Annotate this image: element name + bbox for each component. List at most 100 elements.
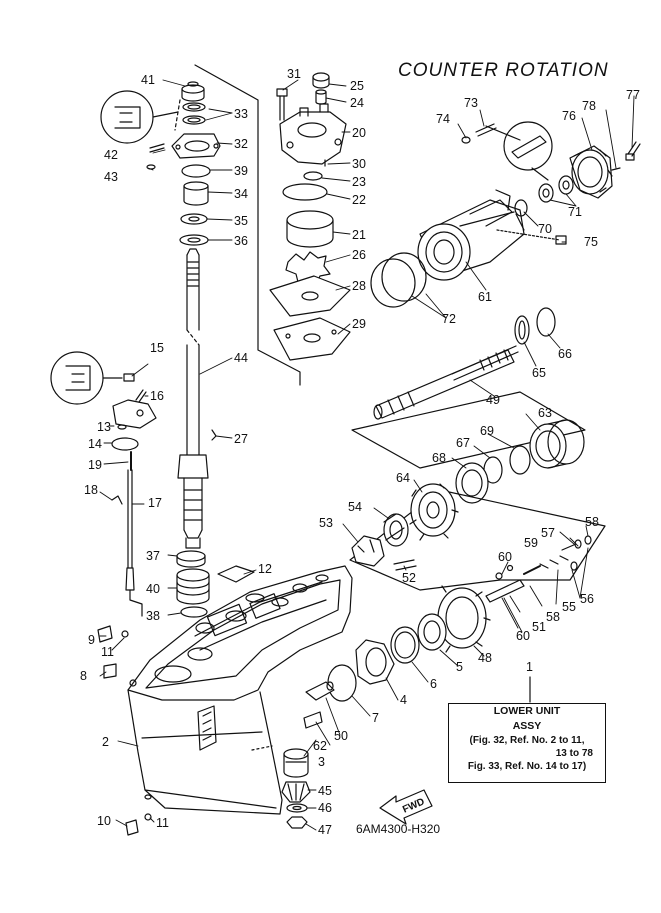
callout-label: 76 bbox=[562, 109, 576, 123]
callout-label: 34 bbox=[234, 187, 248, 201]
callout-label: 37 bbox=[146, 549, 160, 563]
callout-label: 68 bbox=[432, 451, 446, 465]
callout-label: 53 bbox=[319, 516, 333, 530]
callout-label: 4 bbox=[400, 693, 407, 707]
detail-inset-right bbox=[503, 121, 553, 181]
callout-label: 5 bbox=[456, 660, 463, 674]
callout-label: 59 bbox=[524, 536, 538, 550]
callout-label: 51 bbox=[532, 620, 546, 634]
callout-label: 78 bbox=[582, 99, 596, 113]
callout-label: 44 bbox=[234, 351, 248, 365]
callout-label: 2 bbox=[102, 735, 109, 749]
callout-label: 64 bbox=[396, 471, 410, 485]
callout-label: 70 bbox=[538, 222, 552, 236]
forward-gear bbox=[409, 483, 459, 541]
callout-label: 1 bbox=[526, 660, 533, 674]
callout-label: 12 bbox=[258, 562, 272, 576]
callout-label: 73 bbox=[464, 96, 478, 110]
callout-label: 15 bbox=[150, 341, 164, 355]
lower-unit-housing bbox=[127, 565, 353, 815]
callout-label: 49 bbox=[486, 393, 500, 407]
callout-label: 28 bbox=[352, 279, 366, 293]
callout-label: 71 bbox=[568, 205, 582, 219]
callout-label: 57 bbox=[541, 526, 555, 540]
callout-label: 42 bbox=[104, 148, 118, 162]
callout-label: 58 bbox=[546, 610, 560, 624]
callout-label: 60 bbox=[516, 629, 530, 643]
assembly-info-box: LOWER UNIT ASSY (Fig. 32, Ref. No. 2 to … bbox=[448, 703, 606, 783]
propeller-shaft bbox=[373, 345, 519, 420]
callout-label: 11 bbox=[101, 645, 114, 659]
callout-label: 61 bbox=[478, 290, 492, 304]
callout-label: 38 bbox=[146, 609, 160, 623]
callout-label: 18 bbox=[84, 483, 98, 497]
callout-label: 55 bbox=[562, 600, 576, 614]
callout-label: 24 bbox=[350, 96, 364, 110]
callout-label: 60 bbox=[498, 550, 512, 564]
fwd-arrow-icon bbox=[379, 789, 433, 825]
callout-label: 21 bbox=[352, 228, 366, 242]
callout-label: 35 bbox=[234, 214, 248, 228]
info-box-subtitle: ASSY bbox=[512, 720, 542, 732]
callout-label: 13 bbox=[97, 420, 111, 434]
reverse-gear bbox=[437, 585, 491, 653]
callout-label: 74 bbox=[436, 112, 450, 126]
callout-label: 14 bbox=[88, 437, 102, 451]
callout-label: 41 bbox=[141, 73, 155, 87]
info-box-title: LOWER UNIT bbox=[493, 705, 561, 717]
callout-label: 3 bbox=[318, 755, 325, 769]
callout-label: 7 bbox=[372, 711, 379, 725]
callout-label: 8 bbox=[80, 669, 87, 683]
shift-rod-group bbox=[111, 373, 157, 617]
callout-label: 26 bbox=[352, 248, 366, 262]
callout-label: 62 bbox=[313, 739, 327, 753]
callout-label: 50 bbox=[334, 729, 348, 743]
callout-label: 27 bbox=[234, 432, 248, 446]
callout-label: 52 bbox=[402, 571, 416, 585]
callout-label: 9 bbox=[88, 633, 95, 647]
water-pump-group bbox=[269, 72, 351, 361]
callout-label: 65 bbox=[532, 366, 546, 380]
callout-label: 36 bbox=[234, 234, 248, 248]
callout-label: 17 bbox=[148, 496, 162, 510]
drawing-code: 6AM4300-H320 bbox=[356, 822, 441, 836]
callout-label: 22 bbox=[352, 193, 366, 207]
callout-label: 63 bbox=[538, 406, 552, 420]
callout-label: 25 bbox=[350, 79, 364, 93]
callout-label: 31 bbox=[287, 67, 301, 81]
callout-label: 69 bbox=[480, 424, 494, 438]
callout-label: 33 bbox=[234, 107, 248, 121]
prop-shaft-housing-group bbox=[370, 123, 641, 308]
callout-label: 47 bbox=[318, 823, 332, 837]
detail-inset-shift bbox=[50, 351, 123, 405]
callout-label: 72 bbox=[442, 312, 456, 326]
info-box-line2: 13 to 78 bbox=[555, 748, 593, 759]
callout-label: 43 bbox=[104, 170, 118, 184]
callout-label: 10 bbox=[97, 814, 111, 828]
info-box-line3: Fig. 33, Ref. No. 14 to 17) bbox=[467, 761, 587, 772]
callout-label: 19 bbox=[88, 458, 102, 472]
callout-label: 54 bbox=[348, 500, 362, 514]
callout-label: 23 bbox=[352, 175, 366, 189]
diagram-title: COUNTER ROTATION bbox=[398, 60, 609, 81]
callout-label: 39 bbox=[234, 164, 248, 178]
callout-label: 45 bbox=[318, 784, 332, 798]
callout-label: 48 bbox=[478, 651, 492, 665]
callout-label: 29 bbox=[352, 317, 366, 331]
callout-label: 56 bbox=[580, 592, 594, 606]
callout-label: 67 bbox=[456, 436, 470, 450]
callout-label: 20 bbox=[352, 126, 366, 140]
callout-label: 16 bbox=[150, 389, 164, 403]
callout-label: 32 bbox=[234, 137, 248, 151]
callout-label: 66 bbox=[558, 347, 572, 361]
detail-inset-top bbox=[100, 90, 179, 144]
callout-label: 6 bbox=[430, 677, 437, 691]
callout-label: 58 bbox=[585, 515, 599, 529]
callout-label: 40 bbox=[146, 582, 160, 596]
callout-label: 75 bbox=[584, 235, 598, 249]
callout-label: 77 bbox=[626, 88, 640, 102]
callout-label: 30 bbox=[352, 157, 366, 171]
callout-label: 46 bbox=[318, 801, 332, 815]
drive-shaft-group bbox=[171, 81, 255, 618]
